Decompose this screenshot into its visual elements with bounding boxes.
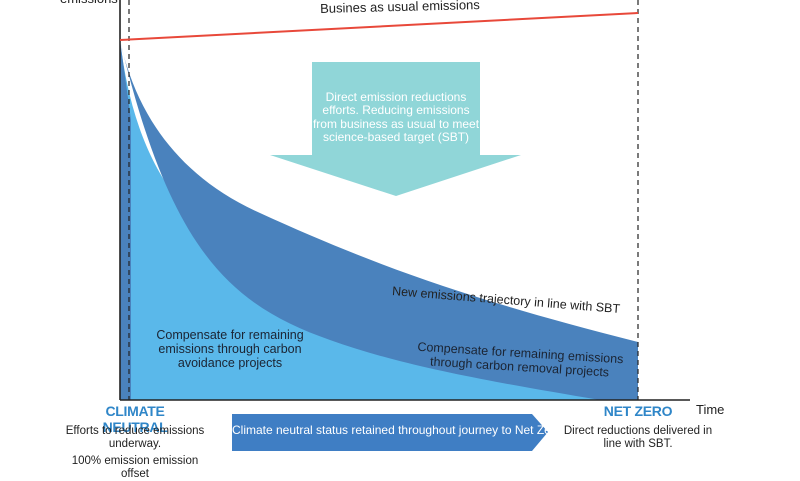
journey-label: Climate neutral status retained througho…: [232, 423, 562, 437]
net-zero-desc: Direct reductions delivered in line with…: [563, 425, 713, 451]
x-axis-label: Time: [696, 402, 725, 417]
removal-area: [120, 40, 638, 400]
climate-neutral-extra: 100% emission emission offset: [71, 455, 199, 480]
diagram-canvas: [119, 0, 690, 451]
journey-arrow: [232, 414, 548, 451]
net-zero-title: NET ZERO: [603, 403, 673, 419]
avoidance-label: Compensate for remaining emissions throu…: [156, 328, 304, 370]
removal-area-left: [120, 40, 131, 400]
reduction-arrow: [270, 62, 521, 196]
climate-neutral-title: CLIMATE NEUTRAL: [102, 403, 168, 435]
climate-neutral-desc: Efforts to reduce emissions underway.: [65, 425, 205, 451]
y-axis-label: emissions: [60, 0, 118, 7]
business-as-usual-line: [119, 12, 639, 41]
reduction-arrow-label: Direct emission reductions efforts. Redu…: [312, 90, 480, 145]
avoidance-area: [120, 40, 638, 400]
